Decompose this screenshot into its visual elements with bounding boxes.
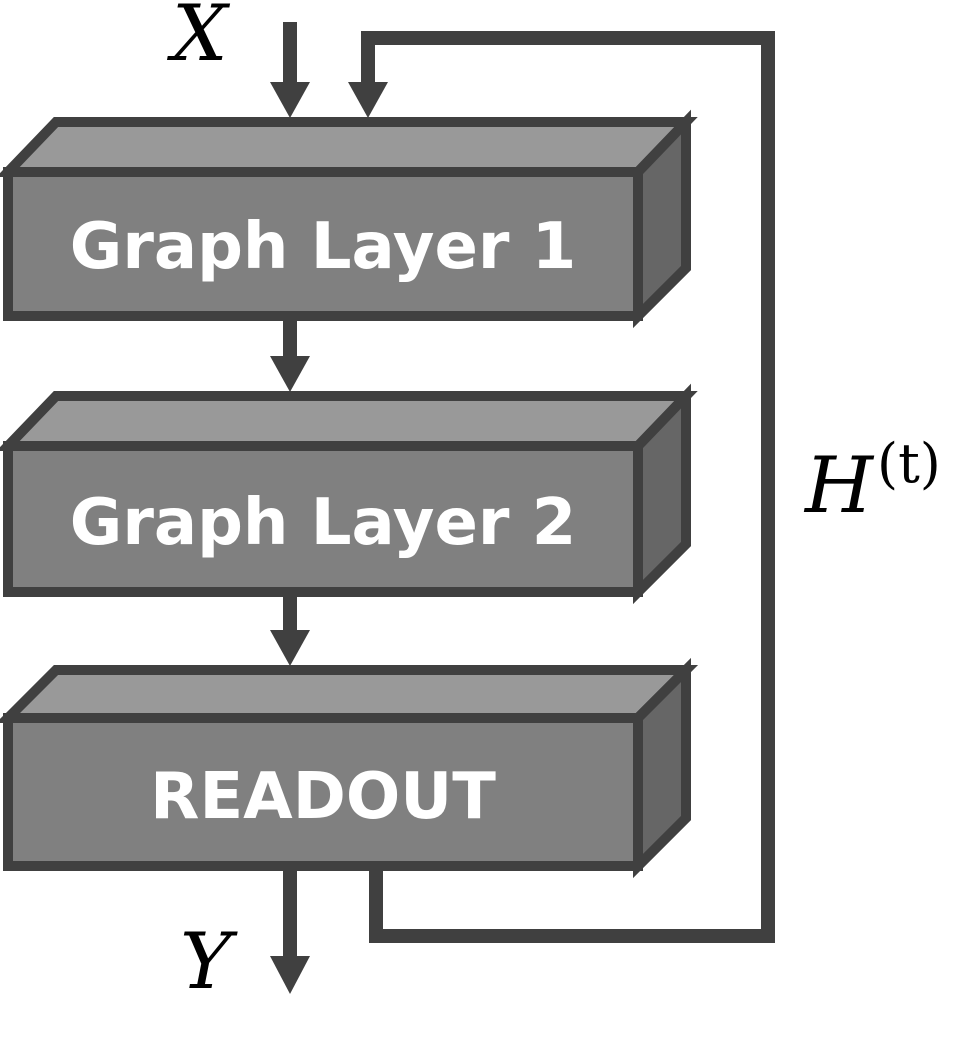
layer-box-2-label: Graph Layer 2: [70, 486, 576, 560]
readout-box-top: [0, 665, 699, 723]
feedback-label: H(t): [803, 432, 941, 531]
layer-box-1-top: [0, 117, 698, 177]
input-arrow: [270, 22, 310, 118]
output-arrow: [270, 870, 310, 994]
layer-box-2-front: [3, 441, 643, 597]
arrow-layer2-readout: [270, 596, 310, 666]
layer-box-1-front: [3, 167, 643, 321]
feedback-loop: [348, 31, 775, 943]
readout-box: READOUT: [0, 657, 699, 879]
output-label: Y: [180, 917, 238, 1007]
layer-box-1-label: Graph Layer 1: [70, 210, 576, 284]
arrow-layer1-layer2: [270, 320, 310, 392]
layer-box-2: Graph Layer 2: [0, 383, 698, 605]
readout-box-front: [3, 713, 643, 871]
readout-box-label: READOUT: [150, 760, 496, 834]
layer-box-1: Graph Layer 1: [0, 109, 698, 329]
layer-box-2-top: [0, 391, 698, 451]
input-label: X: [166, 0, 231, 79]
